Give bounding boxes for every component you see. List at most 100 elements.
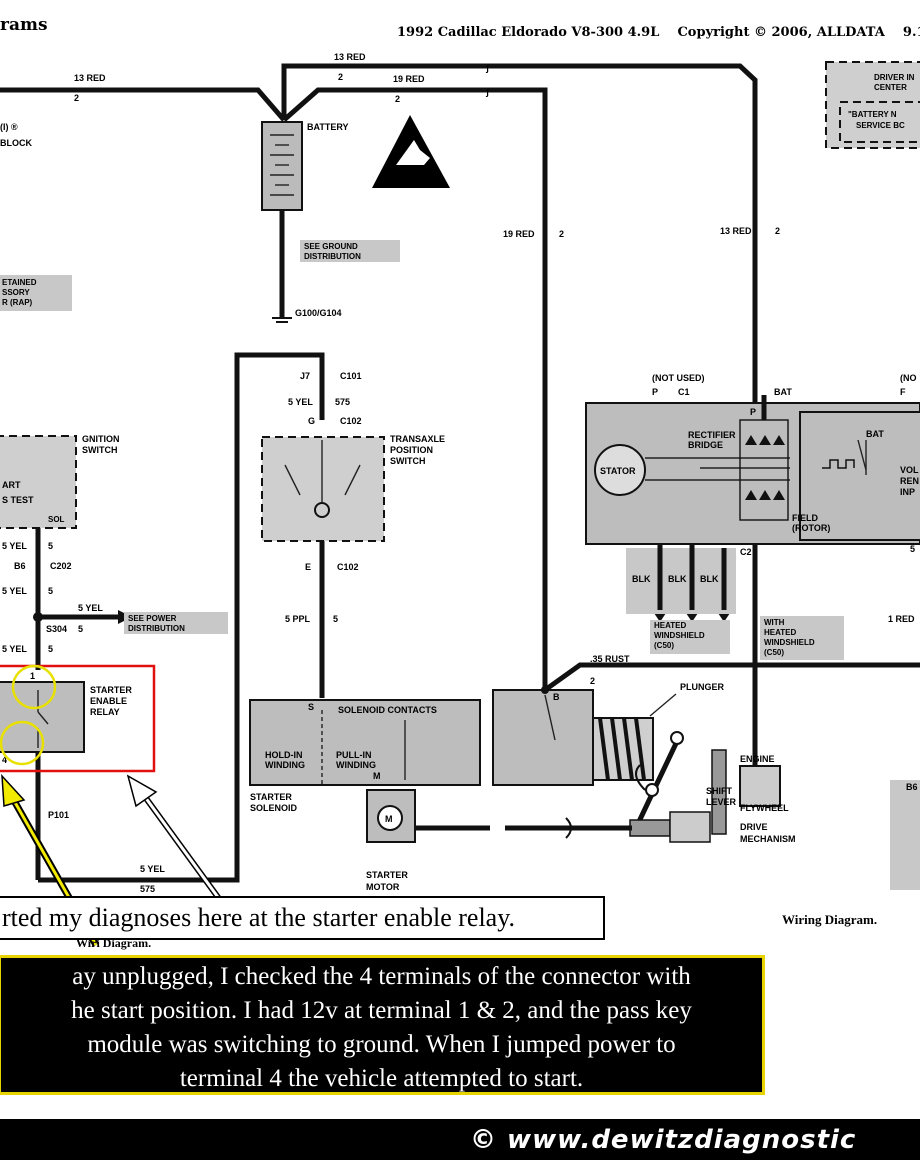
wire-num-5a: 5 bbox=[48, 541, 53, 551]
wire-num-5e: 5 bbox=[333, 614, 338, 624]
wire-label-19red-mid: 19 RED bbox=[503, 229, 535, 239]
shift-lever-label-1: SHIFT bbox=[706, 786, 733, 796]
transaxle-label-2: POSITION bbox=[390, 445, 433, 455]
wire-num-5b: 5 bbox=[48, 586, 53, 596]
wire-label-5ppl: 5 PPL bbox=[285, 614, 311, 624]
connector-c1: C1 bbox=[678, 387, 690, 397]
terminal-f: F bbox=[900, 387, 906, 397]
shift-lever-label-2: LEVER bbox=[706, 797, 737, 807]
terminal-b: B bbox=[553, 692, 560, 702]
rectifier-label-1: RECTIFIER bbox=[688, 430, 736, 440]
wire-label-19red-top: 19 RED bbox=[393, 74, 425, 84]
starter-motor-label-1: STARTER bbox=[366, 870, 408, 880]
solenoid-s-term: S bbox=[308, 702, 314, 712]
pullin-label-2: WINDING bbox=[336, 760, 376, 770]
wire-num-5d: 5 bbox=[48, 644, 53, 654]
fuse-block-label-2: BLOCK bbox=[0, 138, 32, 148]
starter-relay-label-3: RELAY bbox=[90, 707, 120, 717]
wire-label-5yel-f: 5 YEL bbox=[140, 864, 165, 874]
generator-bat-inner: BAT bbox=[866, 429, 884, 439]
engine-label: ENGINE bbox=[740, 754, 775, 764]
ignition-start-label-1: ART bbox=[2, 480, 21, 490]
splice-s304: S304 bbox=[46, 624, 67, 634]
highlight-box bbox=[0, 664, 156, 773]
transaxle-label-1: TRANSAXLE bbox=[390, 434, 445, 444]
wire-num-2b: 2 bbox=[338, 72, 343, 82]
annotation-caption: rted my diagnoses here at the starter en… bbox=[0, 896, 605, 940]
fuse-block-label-1: (I) ® bbox=[0, 122, 18, 132]
relay-terminal-4: 4 bbox=[2, 755, 7, 765]
esd-warning-icon bbox=[372, 115, 450, 188]
drive-label-2: MECHANISM bbox=[740, 834, 796, 844]
wire-label-5yel-b: 5 YEL bbox=[2, 541, 27, 551]
connector-c2: C2 bbox=[740, 547, 752, 557]
wire-label-blk-2: BLK bbox=[668, 574, 687, 584]
rap-label-2: SSORY bbox=[2, 288, 30, 297]
wire-label-13red-top: 13 RED bbox=[334, 52, 366, 62]
heated-label-3: (C50) bbox=[654, 641, 674, 650]
break-mark-2: ʃ bbox=[485, 87, 490, 97]
wire-num-5c: 5 bbox=[78, 624, 83, 634]
volt-label-1: VOL bbox=[900, 465, 919, 475]
stator-icon bbox=[594, 444, 646, 496]
connector-c202: C202 bbox=[50, 561, 72, 571]
wire-label-35rust: .35 RUST bbox=[590, 654, 630, 664]
not-right-label: (NO bbox=[900, 373, 917, 383]
diode-icons bbox=[745, 435, 785, 500]
header-right: 1992 Cadillac Eldorado V8-300 4.9L Copyr… bbox=[397, 25, 920, 40]
volt-label-3: INP bbox=[900, 487, 915, 497]
see-power-label-1: SEE POWER bbox=[128, 614, 177, 623]
see-ground-label-1: SEE GROUND bbox=[304, 242, 358, 251]
heated-label-2: WINDSHIELD bbox=[654, 631, 705, 640]
see-ground-label-2: DISTRIBUTION bbox=[304, 252, 361, 261]
starter-motor-m: M bbox=[385, 814, 393, 824]
terminal-p-c1: P bbox=[652, 387, 658, 397]
solenoid-contacts-label: SOLENOID CONTACTS bbox=[338, 705, 437, 715]
ignition-label-2: SWITCH bbox=[82, 445, 118, 455]
solenoid-m-term: M bbox=[373, 771, 381, 781]
wire-num-2a: 2 bbox=[74, 93, 79, 103]
wire-num-2f: 2 bbox=[590, 676, 595, 686]
annotation-line-1: ay unplugged, I checked the 4 terminals … bbox=[72, 963, 691, 990]
wire-label-13red-mid: 13 RED bbox=[720, 226, 752, 236]
not-used-label: (NOT USED) bbox=[652, 373, 705, 383]
wire-label-13red-left: 13 RED bbox=[74, 73, 106, 83]
starter-relay-label-2: ENABLE bbox=[90, 696, 127, 706]
driver-center-label-1: DRIVER IN bbox=[874, 73, 915, 82]
wire-label-575-b: 575 bbox=[140, 884, 155, 894]
wire-label-blk-1: BLK bbox=[632, 574, 651, 584]
relay-terminal-1: 1 bbox=[30, 671, 35, 681]
wire-label-5yel-c: 5 YEL bbox=[2, 586, 27, 596]
battery-label: BATTERY bbox=[307, 122, 349, 132]
connector-g: G bbox=[308, 416, 315, 426]
wire-label-5yel-e: 5 YEL bbox=[2, 644, 27, 654]
heated-label-1: HEATED bbox=[654, 621, 687, 630]
with-label-3: WINDSHIELD bbox=[764, 638, 815, 647]
annotation-line-3: module was switching to ground. When I j… bbox=[87, 1031, 676, 1058]
battery bbox=[261, 121, 303, 211]
connector-b6: B6 bbox=[14, 561, 26, 571]
highlight-circle-bottom bbox=[0, 720, 45, 766]
connector-c102-b: C102 bbox=[337, 562, 359, 572]
footer-brand: © www.dewitzdiagnostic bbox=[470, 1125, 857, 1155]
rap-label-1: ETAINED bbox=[2, 278, 37, 287]
annotation-line-2: he start position. I had 12v at terminal… bbox=[71, 997, 692, 1024]
stator-label: STATOR bbox=[600, 466, 636, 476]
driver-center-label-2: CENTER bbox=[874, 83, 907, 92]
starter-motor bbox=[366, 789, 416, 843]
field-label-1: FIELD bbox=[792, 513, 818, 523]
annotation-line-4: terminal 4 the vehicle attempted to star… bbox=[179, 1065, 584, 1092]
b6-right-label: B6 bbox=[906, 782, 918, 792]
field-label-2: (ROTOR) bbox=[792, 523, 830, 533]
connector-c102-a: C102 bbox=[340, 416, 362, 426]
wire-num-2c: 2 bbox=[395, 94, 400, 104]
ignition-start-label-2: S TEST bbox=[2, 495, 34, 505]
with-label-2: HEATED bbox=[764, 628, 797, 637]
with-label-4: (C50) bbox=[764, 648, 784, 657]
with-label-1: WITH bbox=[764, 618, 785, 627]
battery-service-label-1: "BATTERY N bbox=[848, 110, 897, 119]
wiring-diagram-caption-right: Wiring Diagram. bbox=[782, 912, 878, 927]
ignition-sol-label: SOL bbox=[48, 515, 65, 524]
battery-service-label-2: SERVICE BC bbox=[856, 121, 905, 130]
